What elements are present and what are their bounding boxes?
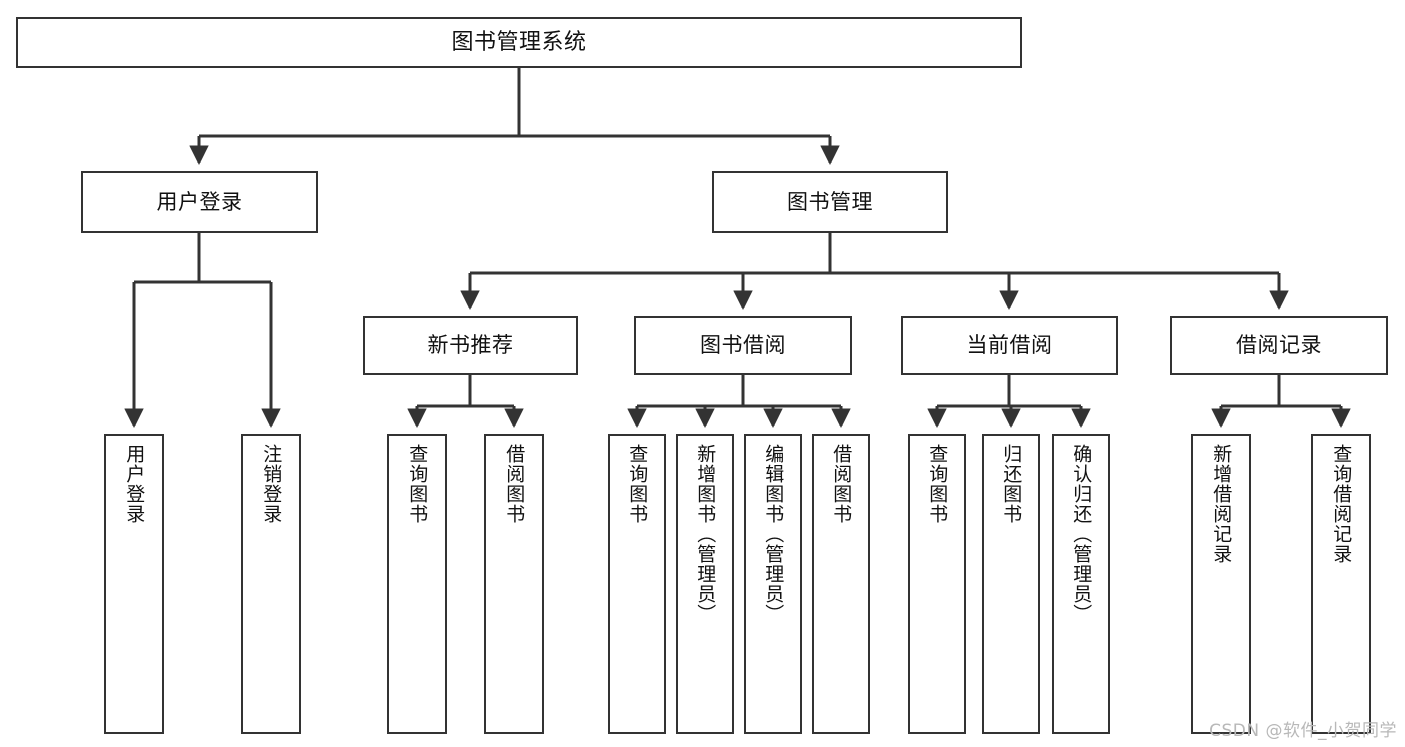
node-new-book-recommend[interactable]: 新书推荐 bbox=[363, 316, 578, 375]
node-book-management[interactable]: 图书管理 bbox=[712, 171, 948, 233]
node-leaf-query-book-3[interactable]: 查询图书 bbox=[908, 434, 966, 734]
node-leaf-user-login[interactable]: 用户登录 bbox=[104, 434, 164, 734]
node-leaf-query-book-2-label: 查询图书 bbox=[626, 444, 649, 524]
node-user-login[interactable]: 用户登录 bbox=[81, 171, 318, 233]
node-leaf-borrow-book-2-label: 借阅图书 bbox=[830, 444, 853, 524]
node-root-label: 图书管理系统 bbox=[451, 29, 587, 55]
node-root[interactable]: 图书管理系统 bbox=[16, 17, 1022, 68]
node-leaf-query-book-1-label: 查询图书 bbox=[406, 444, 429, 524]
node-leaf-add-record-label: 新增借阅记录 bbox=[1210, 444, 1233, 564]
node-new-book-recommend-label: 新书推荐 bbox=[427, 333, 514, 358]
node-leaf-add-record[interactable]: 新增借阅记录 bbox=[1191, 434, 1251, 734]
node-leaf-query-book-1[interactable]: 查询图书 bbox=[387, 434, 447, 734]
node-leaf-borrow-book-1-label: 借阅图书 bbox=[503, 444, 526, 524]
node-book-management-label: 图书管理 bbox=[787, 189, 873, 214]
node-user-login-label: 用户登录 bbox=[156, 189, 243, 214]
node-leaf-borrow-book-1[interactable]: 借阅图书 bbox=[484, 434, 544, 734]
node-leaf-query-record[interactable]: 查询借阅记录 bbox=[1311, 434, 1371, 734]
node-leaf-query-book-3-label: 查询图书 bbox=[926, 444, 949, 524]
node-leaf-logout-label: 注销登录 bbox=[260, 444, 283, 524]
node-leaf-edit-book[interactable]: 编辑图书（管理员） bbox=[744, 434, 802, 734]
node-leaf-borrow-book-2[interactable]: 借阅图书 bbox=[812, 434, 870, 734]
node-leaf-confirm-return[interactable]: 确认归还（管理员） bbox=[1052, 434, 1110, 734]
node-borrow-record[interactable]: 借阅记录 bbox=[1170, 316, 1388, 375]
node-book-borrow-label: 图书借阅 bbox=[700, 333, 786, 358]
node-leaf-add-book-label: 新增图书（管理员） bbox=[694, 444, 717, 624]
node-current-borrow[interactable]: 当前借阅 bbox=[901, 316, 1118, 375]
node-leaf-confirm-return-label: 确认归还（管理员） bbox=[1070, 444, 1093, 624]
node-leaf-return-book-label: 归还图书 bbox=[1000, 444, 1023, 524]
node-leaf-edit-book-label: 编辑图书（管理员） bbox=[762, 444, 785, 624]
node-borrow-record-label: 借阅记录 bbox=[1236, 333, 1322, 358]
node-leaf-return-book[interactable]: 归还图书 bbox=[982, 434, 1040, 734]
node-leaf-logout[interactable]: 注销登录 bbox=[241, 434, 301, 734]
node-leaf-add-book[interactable]: 新增图书（管理员） bbox=[676, 434, 734, 734]
node-leaf-user-login-label: 用户登录 bbox=[123, 444, 146, 524]
node-leaf-query-record-label: 查询借阅记录 bbox=[1330, 444, 1353, 564]
node-book-borrow[interactable]: 图书借阅 bbox=[634, 316, 852, 375]
node-leaf-query-book-2[interactable]: 查询图书 bbox=[608, 434, 666, 734]
node-current-borrow-label: 当前借阅 bbox=[966, 333, 1053, 358]
